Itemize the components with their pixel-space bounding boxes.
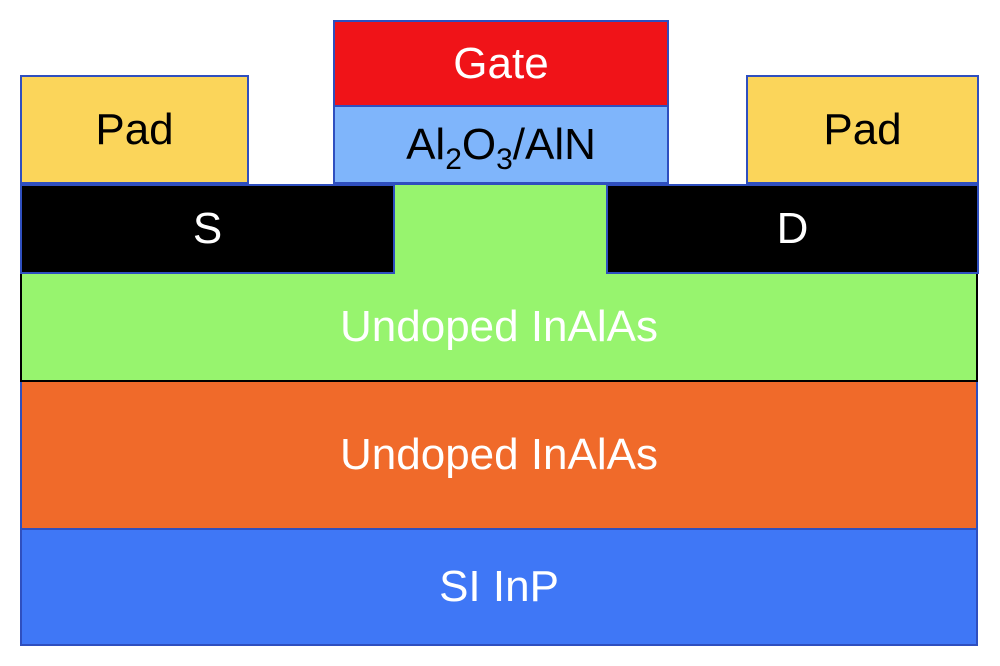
drain-contact: D: [606, 184, 979, 274]
left-pad: Pad: [20, 75, 249, 184]
left-pad-label: Pad: [95, 104, 174, 154]
source-label: S: [192, 204, 223, 253]
source-contact: S: [20, 184, 395, 274]
undoped-inalas-bottom-layer: Undoped InAlAs: [20, 380, 978, 530]
drain-label: D: [776, 204, 809, 253]
undoped-inalas-top-label: Undoped InAlAs: [340, 302, 658, 351]
gate-oxide-layer: Al2O3/AlN: [333, 105, 669, 184]
gate-oxide-label-subscript-2: 3: [496, 142, 513, 176]
undoped-inalas-top-layer: Undoped InAlAs: [20, 272, 978, 382]
gate-label: Gate: [453, 38, 549, 88]
gate-electrode: Gate: [333, 20, 669, 107]
right-pad-label: Pad: [823, 104, 902, 154]
right-pad: Pad: [746, 75, 979, 184]
gate-oxide-label-subscript-1: 2: [445, 142, 462, 176]
gate-recess-region: [393, 184, 608, 274]
substrate-label: SI InP: [439, 562, 559, 611]
gate-oxide-label-part2: O: [461, 119, 497, 169]
undoped-inalas-bottom-label: Undoped InAlAs: [340, 430, 658, 479]
gate-oxide-label: Al2O3/AlN: [406, 119, 596, 174]
gate-oxide-label-part3: /AlN: [512, 119, 596, 169]
gate-oxide-label-part1: Al: [406, 119, 446, 169]
si-inp-substrate: SI InP: [20, 528, 978, 646]
